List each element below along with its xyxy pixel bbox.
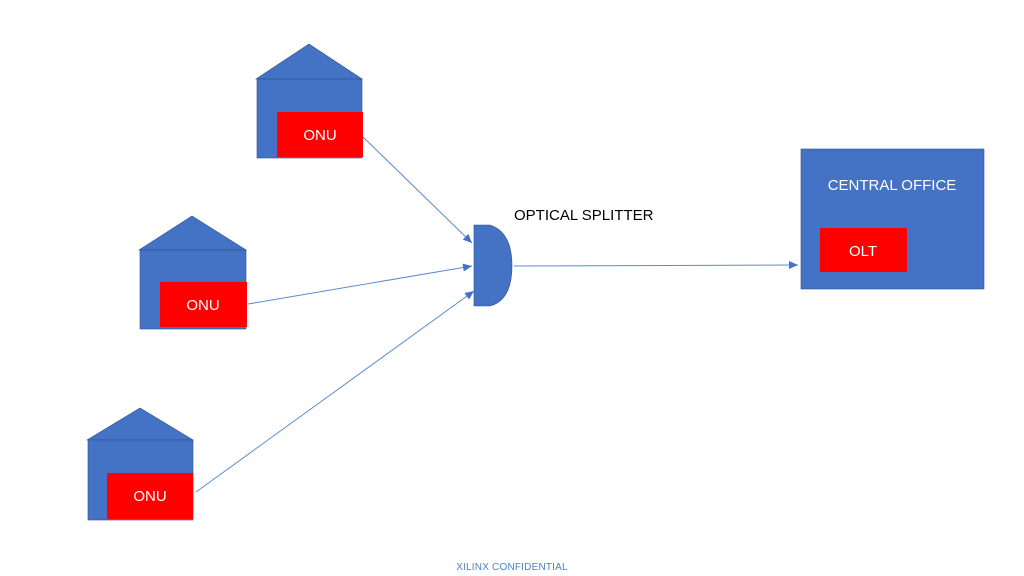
onu-label: ONU — [133, 488, 166, 505]
house-roof — [85, 407, 195, 441]
house-roof — [255, 43, 363, 80]
footer-confidential: XILINX CONFIDENTIAL — [456, 562, 568, 573]
house-3: ONU — [85, 407, 195, 521]
central-office: CENTRAL OFFICE OLT — [800, 148, 985, 290]
house-roof — [137, 215, 248, 251]
onu-box — [107, 473, 193, 519]
onu-box — [277, 112, 363, 157]
splitter-label: OPTICAL SPLITTER — [514, 207, 654, 224]
onu-label: ONU — [303, 127, 336, 144]
house-1: ONU — [255, 43, 363, 159]
olt-label: OLT — [849, 243, 877, 260]
optical-splitter-shape — [473, 224, 513, 307]
fiber-line-onu-2 — [247, 263, 473, 305]
house-2: ONU — [137, 215, 248, 330]
fiber-line-to-olt — [513, 261, 799, 270]
fiber-line-onu-3 — [195, 290, 475, 493]
onu-label: ONU — [186, 297, 219, 314]
central-office-label: CENTRAL OFFICE — [828, 177, 957, 194]
fiber-line-onu-1 — [362, 136, 473, 244]
onu-box — [160, 282, 247, 327]
olt-box — [820, 228, 907, 272]
